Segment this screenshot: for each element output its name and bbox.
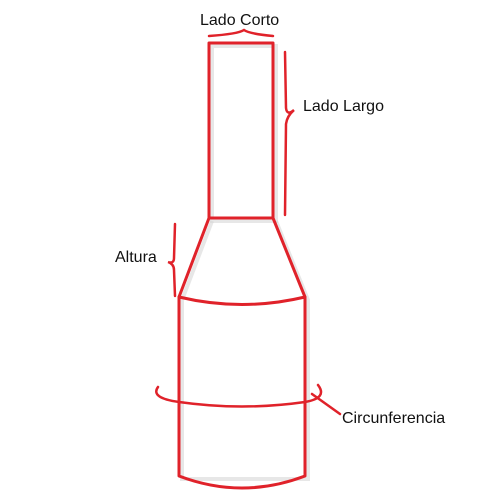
short-side-indicator <box>207 28 275 38</box>
long-side-indicator <box>283 50 295 217</box>
height-indicator <box>167 222 177 298</box>
short-side-label: Lado Corto <box>200 12 279 29</box>
circumference-label: Circunferencia <box>342 410 445 427</box>
height-label: Altura <box>115 249 157 266</box>
neck-rectangle <box>207 41 275 220</box>
diagram-shadow <box>180 44 310 481</box>
circumference-leader-line <box>310 392 342 416</box>
long-side-label: Lado Largo <box>303 98 384 115</box>
shoulder-trapezoid <box>177 216 307 298</box>
body-cylinder <box>177 295 307 490</box>
